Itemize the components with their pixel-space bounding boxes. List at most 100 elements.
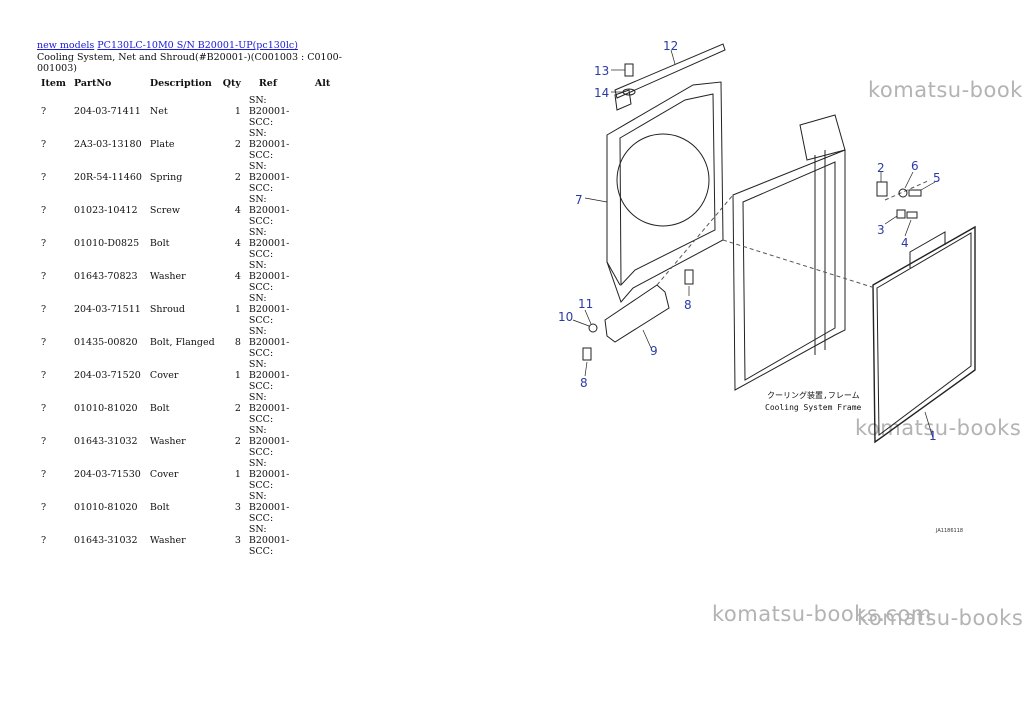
plate-2	[876, 181, 888, 197]
cell-item: ?	[41, 205, 47, 216]
breadcrumb-new-models-link[interactable]: new models	[37, 40, 95, 51]
cell-ref: SN: B20001-SCC:	[248, 194, 290, 227]
callout-10: 10	[558, 310, 573, 324]
callout-1: 1	[929, 429, 937, 443]
cell-item: ?	[41, 337, 47, 348]
washer-11	[588, 323, 598, 333]
callout-3: 3	[877, 223, 885, 237]
cell-item: ?	[41, 271, 47, 282]
cell-ref: SN: B20001-SCC:	[248, 95, 290, 128]
cell-partno: 204-03-71530	[73, 469, 141, 480]
cell-ref: SN: B20001-SCC:	[248, 128, 290, 161]
col-alt: Alt	[314, 78, 331, 89]
cell-item: ?	[41, 106, 47, 117]
col-item: Item	[41, 78, 66, 89]
cell-ref: SN: B20001-SCC:	[248, 326, 290, 359]
cell-description: Cover	[149, 370, 179, 381]
cell-description: Shroud	[149, 304, 186, 315]
cell-alt	[311, 128, 334, 161]
parts-panel: new models PC130LC-10M0 S/N B20001-UP(pc…	[37, 40, 357, 557]
cell-qty: 8	[234, 337, 241, 348]
cell-partno: 2A3-03-13180	[73, 139, 142, 150]
cell-ref: SN: B20001-SCC:	[248, 359, 290, 392]
cell-ref: SN: B20001-SCC:	[248, 392, 290, 425]
callout-7: 7	[575, 193, 583, 207]
page-title: Cooling System, Net and Shroud(#B20001-)…	[37, 52, 342, 74]
cell-description: Washer	[149, 436, 186, 447]
cell-alt	[311, 194, 334, 227]
cell-description: Cover	[149, 469, 179, 480]
cell-partno: 01643-31032	[73, 436, 138, 447]
cell-partno: 01010-81020	[73, 502, 138, 513]
cell-qty: 2	[234, 436, 241, 447]
table-row: ? 204-03-71411 Net 1 SN: B20001-SCC:	[37, 95, 334, 128]
col-ref: Ref	[258, 78, 277, 89]
net-part	[872, 225, 976, 444]
cell-qty: 1	[234, 106, 241, 117]
cell-qty: 2	[234, 172, 241, 183]
cell-alt	[311, 326, 334, 359]
callout-9: 9	[650, 344, 658, 358]
shroud-inner	[619, 93, 716, 287]
cell-description: Washer	[149, 535, 186, 546]
top-plate-part	[614, 43, 726, 99]
cell-qty: 4	[234, 205, 241, 216]
cell-ref: SN: B20001-SCC:	[248, 524, 290, 557]
cell-ref: SN: B20001-SCC:	[248, 293, 290, 326]
cell-ref: SN: B20001-SCC:	[248, 491, 290, 524]
bolt-5	[908, 189, 922, 197]
cell-partno: 01010-D0825	[73, 238, 140, 249]
cell-partno: 204-03-71511	[73, 304, 141, 315]
callout-12: 12	[663, 39, 678, 53]
cell-item: ?	[41, 172, 47, 183]
table-header-row: Item PartNo Description Qty Ref Alt	[37, 78, 334, 95]
watermark: komatsu-books	[857, 606, 1024, 630]
cell-description: Bolt	[149, 238, 170, 249]
cell-alt	[311, 359, 334, 392]
cell-qty: 4	[234, 271, 241, 282]
cell-description: Spring	[149, 172, 183, 183]
bracket-part	[614, 89, 632, 111]
drawing-code: JA1186118	[936, 528, 964, 534]
breadcrumb-model-link[interactable]: PC130LC-10M0 S/N B20001-UP(pc130lc)	[97, 40, 298, 51]
cell-alt	[311, 425, 334, 458]
cell-description: Washer	[149, 271, 186, 282]
watermark: komatsu-book	[868, 78, 1023, 102]
cell-item: ?	[41, 436, 47, 447]
cell-qty: 3	[234, 535, 241, 546]
cell-item: ?	[41, 403, 47, 414]
cell-alt	[311, 491, 334, 524]
cell-item: ?	[41, 304, 47, 315]
cell-partno: 204-03-71520	[73, 370, 141, 381]
parts-table: Item PartNo Description Qty Ref Alt ? 204…	[37, 78, 334, 557]
bolt-8	[684, 269, 694, 285]
cell-description: Net	[149, 106, 168, 117]
cell-partno: 01643-70823	[73, 271, 138, 282]
fan-opening	[616, 133, 710, 227]
bolt-10	[582, 347, 592, 361]
cell-description: Plate	[149, 139, 175, 150]
cell-ref: SN: B20001-SCC:	[248, 425, 290, 458]
cell-qty: 4	[234, 238, 241, 249]
table-row: ? 01643-31032 Washer 2 SN: B20001-SCC:	[37, 425, 334, 458]
cell-alt	[311, 161, 334, 194]
cell-qty: 1	[234, 469, 241, 480]
cell-qty: 2	[234, 403, 241, 414]
callout-4: 4	[901, 236, 909, 250]
cell-qty: 1	[234, 370, 241, 381]
cell-qty: 3	[234, 502, 241, 513]
cell-partno: 204-03-71411	[73, 106, 141, 117]
cell-alt	[311, 293, 334, 326]
callout-14: 14	[594, 86, 609, 100]
col-qty: Qty	[222, 78, 241, 89]
